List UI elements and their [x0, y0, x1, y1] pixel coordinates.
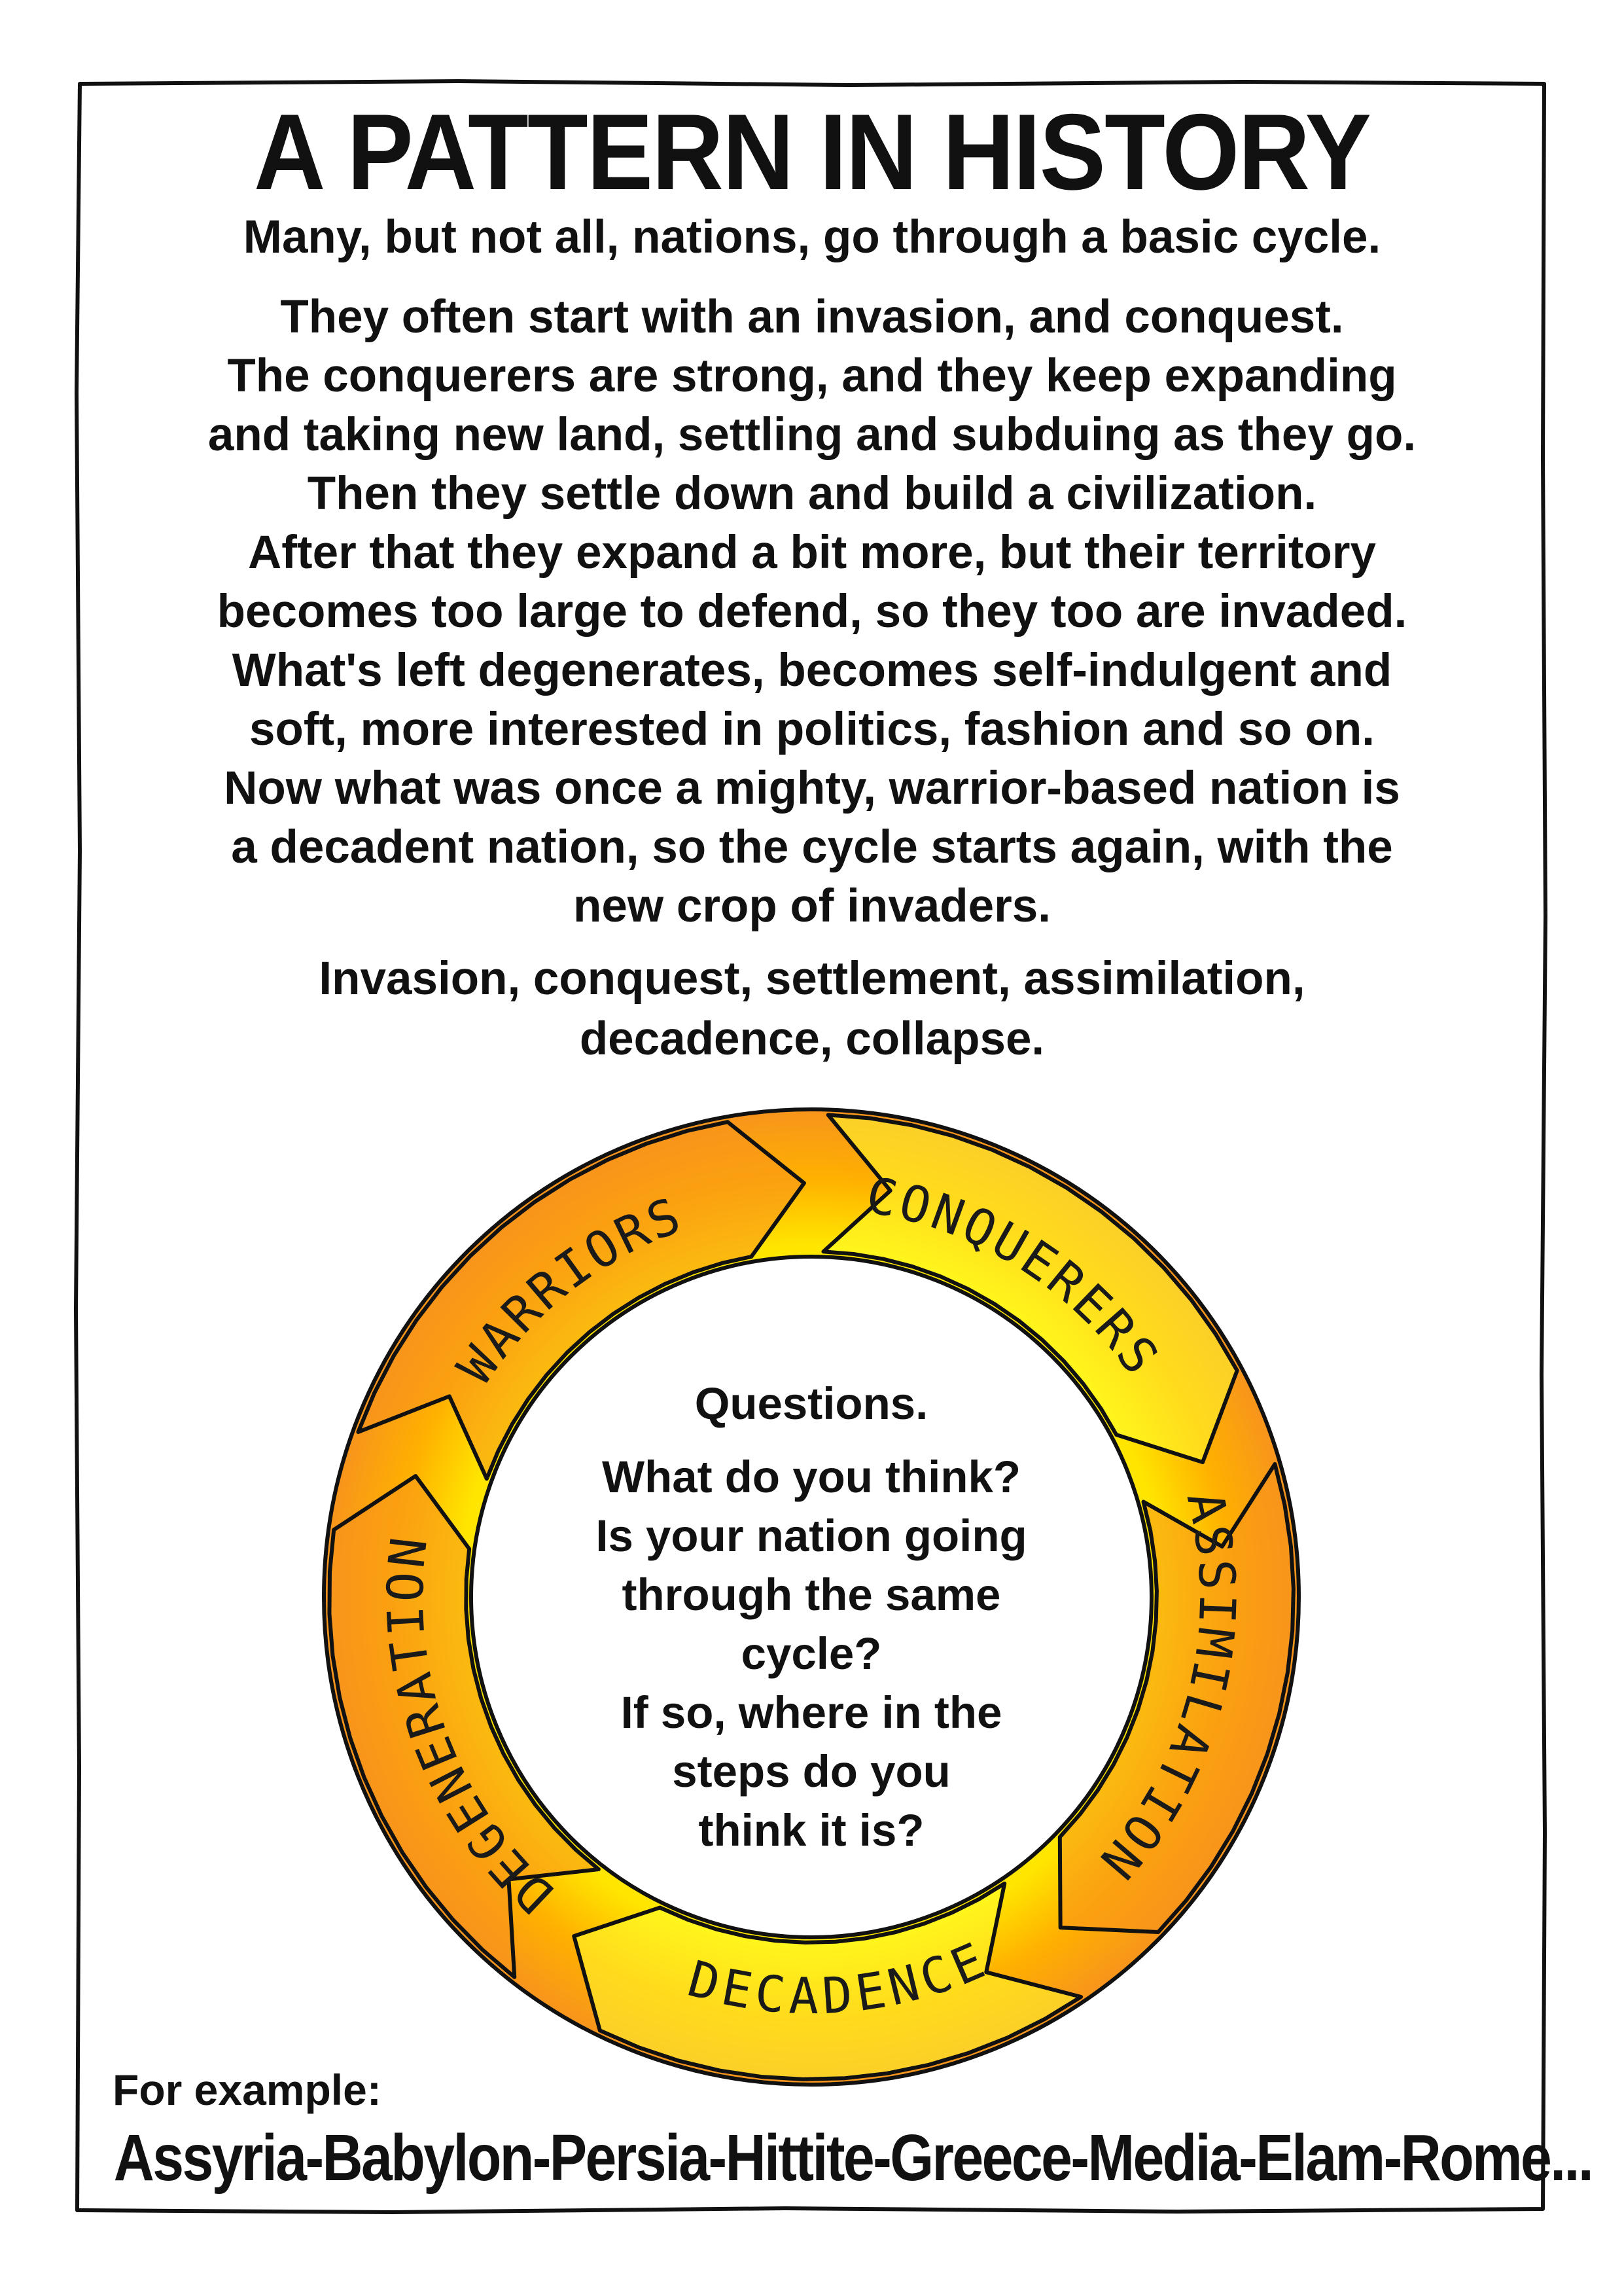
body-line: becomes too large to defend, so they too…	[217, 586, 1407, 637]
body-line: What's left degenerates, becomes self-in…	[232, 645, 1392, 696]
example-nations: Assyria-Babylon-Persia-Hittite-Greece-Me…	[113, 2121, 1594, 2195]
body-line: They often start with an invasion, and c…	[280, 291, 1344, 343]
question-line: think it is?	[698, 1805, 925, 1856]
questions-heading: Questions.	[694, 1378, 928, 1429]
body-line: Now what was once a mighty, warrior-base…	[224, 762, 1400, 814]
cycle-arrow-segment	[572, 1881, 1084, 2081]
questions-box: Questions. What do you think? Is your na…	[510, 1374, 1112, 1860]
body-line: a decadent nation, so the cycle starts a…	[231, 821, 1393, 873]
page-title: A PATTERN IN HISTORY	[253, 92, 1371, 212]
body-line: new crop of invaders.	[573, 880, 1051, 932]
body-line: After that they expand a bit more, but t…	[248, 527, 1376, 579]
body-line: Then they settle down and build a civili…	[307, 468, 1317, 520]
question-line: Is your nation going	[595, 1511, 1027, 1561]
summary-line: Invasion, conquest, settlement, assimila…	[319, 953, 1305, 1005]
cycle-arrow-segment	[327, 1474, 601, 1979]
cycle-arrow-segment	[1057, 1462, 1296, 1934]
cycle-arrow-segment	[356, 1120, 806, 1481]
cycle-arrow-segment	[821, 1113, 1239, 1465]
body-paragraph: They often start with an invasion, and c…	[105, 288, 1519, 936]
question-line: If so, where in the	[620, 1687, 1002, 1738]
cycle-summary: Invasion, conquest, settlement, assimila…	[105, 949, 1519, 1069]
example-label: For example:	[113, 2066, 381, 2114]
question-line: cycle?	[741, 1628, 882, 1679]
question-line: What do you think?	[601, 1452, 1021, 1502]
summary-line: decadence, collapse.	[579, 1013, 1045, 1065]
body-line: soft, more interested in politics, fashi…	[249, 704, 1375, 755]
body-line: and taking new land, settling and subdui…	[207, 409, 1417, 461]
question-line: steps do you	[672, 1746, 951, 1797]
body-line: The conquerers are strong, and they keep…	[227, 350, 1397, 402]
question-line: through the same	[622, 1570, 1001, 1620]
subtitle: Many, but not all, nations, go through a…	[243, 211, 1381, 263]
